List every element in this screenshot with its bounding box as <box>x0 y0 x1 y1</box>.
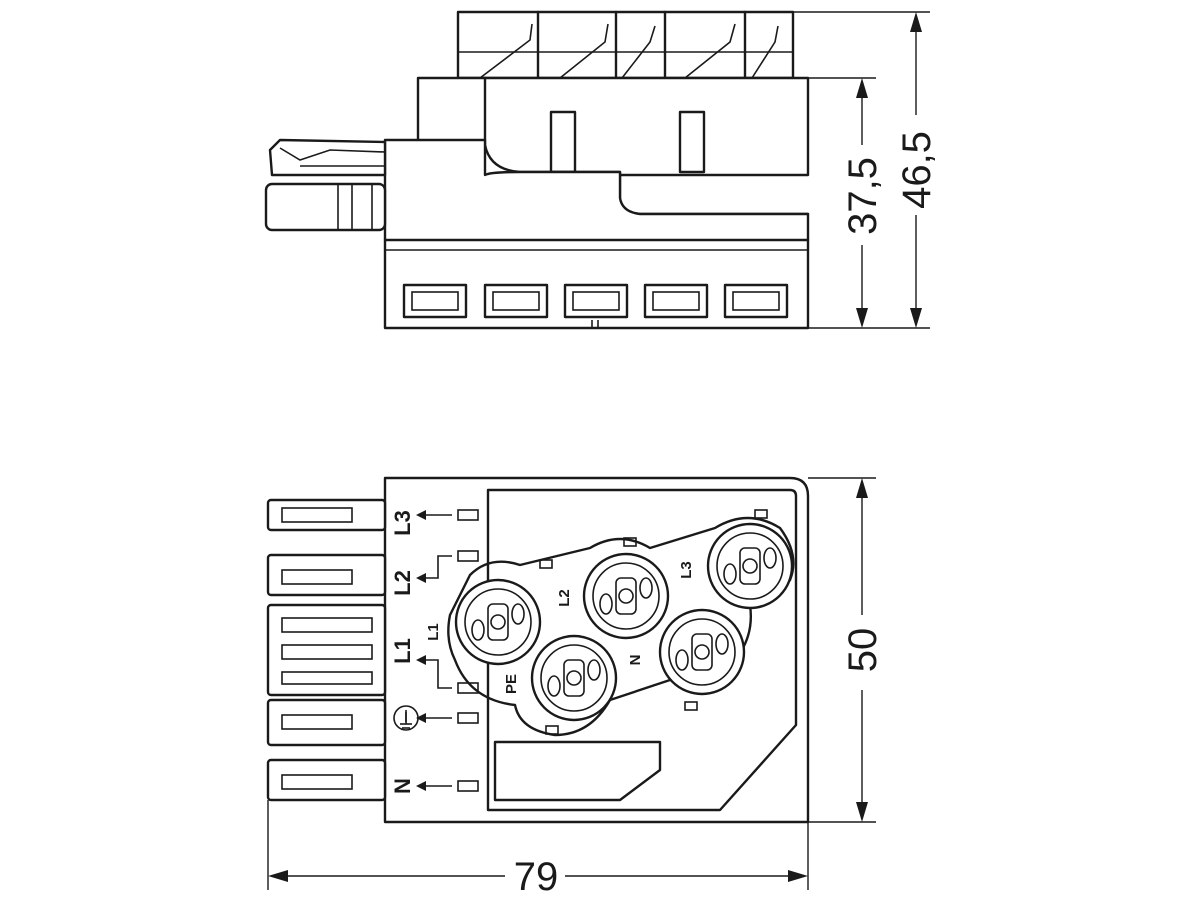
side-label-l2: L2 <box>390 570 415 596</box>
width-label: 79 <box>514 855 559 899</box>
side-plug <box>264 138 387 232</box>
lower-housing <box>383 138 810 330</box>
height-total-label: 46,5 <box>895 131 939 209</box>
dimension-width: 79 <box>267 800 809 899</box>
marking-field <box>493 740 662 802</box>
socket-label-n: N <box>627 655 644 666</box>
socket-label-pe: PE <box>503 674 520 694</box>
depth-label: 50 <box>841 628 885 673</box>
socket-group-outline <box>447 516 795 737</box>
side-label-n: N <box>390 778 415 794</box>
top-latches <box>456 10 795 80</box>
dimension-height-total: 46,5 <box>793 11 939 328</box>
dimension-depth: 50 <box>808 477 885 823</box>
dimension-height-main: 37,5 <box>808 77 930 329</box>
side-elevation-view: 37,5 46,5 <box>264 10 939 330</box>
socket-l2 <box>582 552 670 640</box>
entry-ports <box>402 283 789 319</box>
plan-view: L3 L2 L1 N <box>266 476 885 899</box>
plug-contacts <box>266 498 387 802</box>
side-markings: L3 L2 L1 N <box>390 509 479 794</box>
height-main-label: 37,5 <box>841 157 885 235</box>
socket-n <box>658 608 746 696</box>
socket-pe <box>530 634 618 722</box>
socket-label-l1: L1 <box>425 623 442 641</box>
side-label-l3: L3 <box>390 510 415 536</box>
side-label-l1: L1 <box>390 638 415 664</box>
socket-label-l3: L3 <box>678 561 695 579</box>
socket-label-l2: L2 <box>556 589 573 607</box>
socket-l1 <box>454 578 542 666</box>
socket-l3 <box>706 522 794 610</box>
